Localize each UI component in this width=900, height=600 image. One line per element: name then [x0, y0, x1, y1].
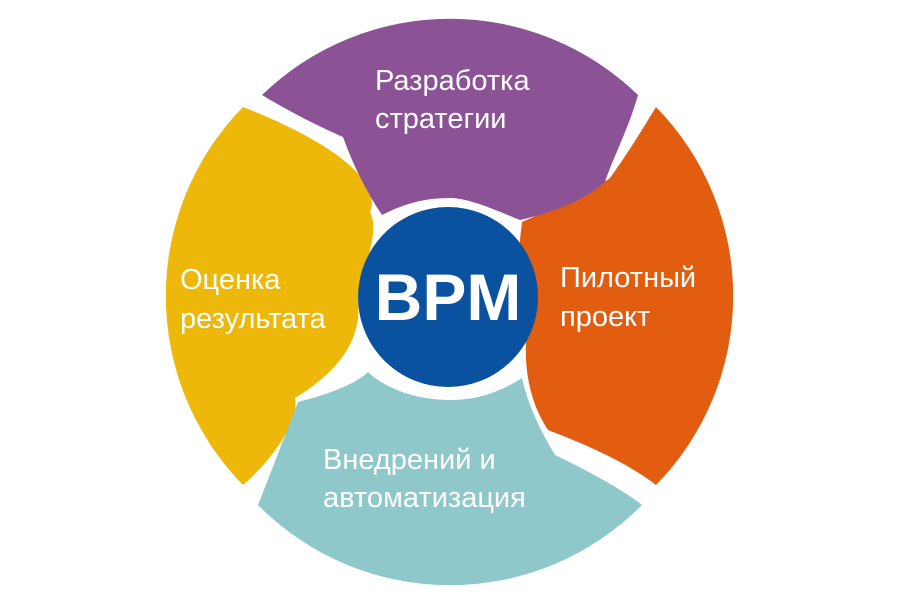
segment-evaluation — [165, 107, 374, 485]
segment-strategy-label: Разработка стратегии — [375, 65, 538, 135]
center-label: BPM — [375, 260, 522, 334]
segment-implementation — [258, 372, 642, 586]
segment-strategy — [262, 18, 638, 221]
segment-implementation-label: Внедрений и автоматизация — [323, 444, 526, 514]
segment-pilot-label: Пилотный проект — [560, 262, 704, 333]
center-circle — [358, 207, 538, 387]
segment-evaluation-label: Оценка результата — [180, 264, 327, 335]
